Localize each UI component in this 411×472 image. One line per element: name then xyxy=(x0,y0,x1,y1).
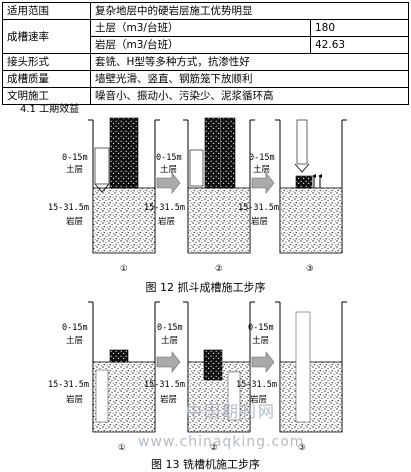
fig12-rock-depth: 15-31.5m xyxy=(238,203,279,213)
row-label: 文明施工 xyxy=(2,87,91,105)
fig13-rock-depth: 15-31.5m xyxy=(236,380,277,390)
figure12-caption: 图 12 抓斗成槽施工步序 xyxy=(145,281,266,294)
table-row: 文明施工 噪音小、振动小、污染少、泥浆循环高 xyxy=(2,87,409,105)
fig12-soil-depth: 0-15m xyxy=(62,153,88,163)
fig12-soil-depth: 0-15m xyxy=(156,153,182,163)
table-row: 成槽质量 墙壁光滑、竖直、钢筋笼下放顺利 xyxy=(2,70,409,88)
fig13-step-2: ② xyxy=(210,443,218,453)
fig12-step-2: ② xyxy=(215,264,223,274)
fig12-rock-label: 岩层 xyxy=(158,216,175,227)
fig13-rock-label: 岩层 xyxy=(250,394,267,405)
fig12-soil-label: 土层 xyxy=(160,164,177,175)
fig13-soil-depth: 0-15m xyxy=(248,323,274,333)
row-label: 成槽质量 xyxy=(2,70,91,88)
row-value: 噪音小、振动小、污染少、泥浆循环高 xyxy=(90,87,409,105)
fig13-rock-label: 岩层 xyxy=(160,394,177,405)
figure13-diagram: 0-15m 土层 15-31.5m 岩层 0-15m 土层 15-31.5m 岩… xyxy=(48,301,347,453)
watermark-url: www.chinaqking.com xyxy=(138,434,305,450)
fig13-panel-3 xyxy=(275,301,347,433)
figure12-diagram: 0-15m 土层 15-31.5m 岩层 0-15m 土层 15-31.5m 岩… xyxy=(48,117,347,274)
fig12-rock-depth: 15-31.5m xyxy=(48,203,89,213)
fig13-panel-1 xyxy=(88,301,160,433)
fig13-soil-depth: 0-15m xyxy=(62,323,88,333)
fig13-soil-label: 土层 xyxy=(161,335,178,346)
rate-value: 180 xyxy=(310,19,409,37)
fig12-panel-2 xyxy=(183,117,255,254)
fig13-soil-label: 土层 xyxy=(66,335,83,346)
fig12-panel-1 xyxy=(88,117,160,254)
fig12-rock-label: 岩层 xyxy=(251,216,268,227)
fig12-rock-depth: 15-31.5m xyxy=(144,203,185,213)
fig12-soil-depth: 0-15m xyxy=(249,153,275,163)
fig13-soil-depth: 0-15m xyxy=(157,323,183,333)
section-title: 4.1 工期效益 xyxy=(20,104,80,115)
figure13-caption: 图 13 铣槽机施工步序 xyxy=(151,458,260,471)
table-row: 成槽速率 土层（m3/台班） 180 xyxy=(2,19,409,54)
fig12-panel-3 xyxy=(275,119,347,254)
fig13-rock-label: 岩层 xyxy=(66,394,83,405)
fig12-step-1: ① xyxy=(120,264,128,274)
fig12-step-3: ③ xyxy=(306,264,314,274)
fig12-soil-label: 土层 xyxy=(66,164,83,175)
fig12-rock-label: 岩层 xyxy=(66,216,83,227)
row-value: 墙壁光滑、竖直、钢筋笼下放顺利 xyxy=(90,70,409,88)
fig13-step-1: ① xyxy=(118,443,126,453)
watermark-cn: 中国期刊网 xyxy=(186,402,277,421)
fig12-soil-label: 土层 xyxy=(253,164,270,175)
fig13-rock-depth: 15-31.5m xyxy=(48,380,89,390)
spec-table: 适用范围 复杂地层中的硬岩层施工优势明显 成槽速率 土层（m3/台班） 180 … xyxy=(2,2,409,105)
fig13-soil-label: 土层 xyxy=(252,335,269,346)
fig13-step-3: ③ xyxy=(298,443,306,453)
fig13-rock-depth: 15-31.5m xyxy=(144,380,185,390)
fig13-panel-2 xyxy=(183,301,255,433)
